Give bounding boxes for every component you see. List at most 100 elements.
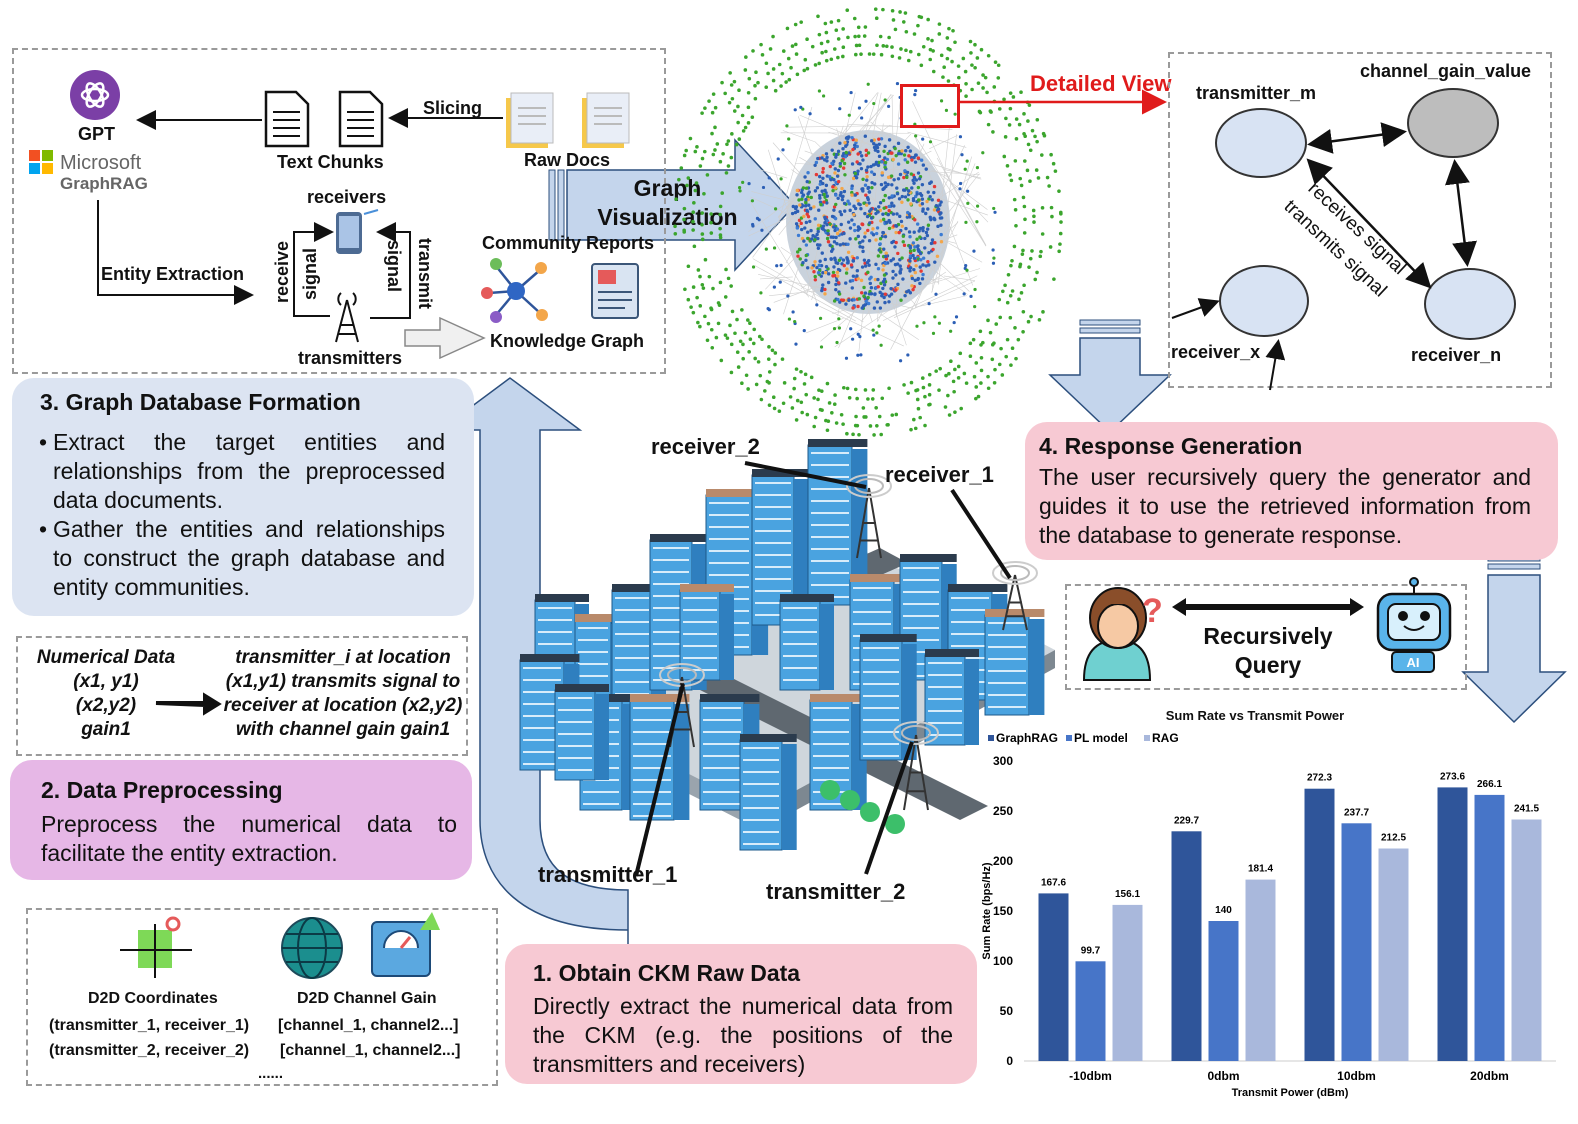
network-node — [897, 230, 901, 235]
network-node — [805, 179, 809, 184]
network-node — [830, 214, 835, 219]
network-node — [835, 227, 840, 231]
network-node — [839, 222, 843, 227]
network-node — [780, 71, 785, 76]
network-node — [858, 202, 862, 207]
network-node — [824, 183, 829, 188]
network-node — [832, 47, 837, 51]
network-node — [853, 143, 857, 147]
network-node — [842, 201, 847, 206]
network-node — [931, 49, 935, 53]
network-node — [875, 423, 879, 428]
network-node — [804, 186, 809, 190]
network-node — [920, 277, 925, 281]
bar-value-label: 272.3 — [1307, 773, 1332, 784]
network-node — [846, 199, 850, 203]
network-node — [794, 205, 799, 209]
network-node — [887, 204, 891, 209]
network-node — [933, 240, 937, 245]
network-node — [835, 270, 840, 275]
network-node — [1058, 231, 1063, 236]
network-node — [853, 387, 858, 392]
network-edge — [777, 106, 813, 224]
network-node — [1016, 337, 1021, 342]
network-node — [954, 315, 959, 319]
network-node — [683, 287, 687, 292]
network-node — [845, 431, 849, 436]
y-tick-label: 200 — [993, 854, 1013, 868]
network-node — [1042, 133, 1047, 138]
network-node — [822, 158, 827, 162]
network-node — [877, 142, 881, 147]
network-node — [936, 224, 940, 229]
graph-visualization-label: Graph Visualization — [597, 175, 738, 230]
network-node — [733, 331, 737, 336]
network-node — [896, 251, 900, 256]
network-node — [890, 8, 895, 13]
network-node — [764, 247, 768, 251]
network-node — [798, 203, 802, 207]
network-node — [700, 232, 705, 236]
network-node — [916, 171, 921, 175]
network-node — [918, 226, 923, 231]
network-node — [806, 192, 810, 196]
network-node — [853, 34, 857, 39]
network-node — [834, 28, 839, 33]
network-node — [947, 371, 951, 376]
bar — [1208, 921, 1239, 1061]
network-node — [951, 379, 956, 384]
network-node — [796, 254, 800, 258]
network-node — [856, 277, 860, 281]
network-node — [986, 318, 990, 323]
network-node — [800, 190, 804, 195]
network-node — [830, 161, 834, 166]
network-node — [823, 257, 827, 262]
network-node — [930, 38, 934, 43]
network-node — [757, 334, 762, 339]
network-node — [909, 155, 913, 160]
network-node — [848, 226, 853, 230]
network-node — [908, 49, 913, 54]
network-node — [1023, 159, 1027, 163]
network-node — [834, 287, 838, 292]
network-node — [793, 22, 798, 27]
microsoft-logo-icon — [29, 150, 53, 174]
network-node — [939, 99, 944, 103]
network-node — [878, 237, 883, 241]
network-node — [825, 194, 830, 198]
network-node — [804, 253, 808, 258]
network-node — [946, 393, 950, 398]
network-node — [868, 424, 873, 428]
network-node — [885, 423, 890, 427]
network-node — [913, 245, 917, 249]
legend-label: GraphRAG — [996, 731, 1058, 745]
network-node — [928, 181, 932, 186]
network-edge — [805, 317, 844, 334]
network-node — [866, 270, 870, 275]
network-node — [1033, 134, 1037, 139]
network-node — [960, 153, 964, 157]
network-node — [816, 397, 820, 402]
network-node — [853, 228, 857, 233]
network-node — [751, 224, 755, 228]
network-node — [718, 233, 723, 237]
network-node — [850, 162, 855, 166]
network-node — [1035, 270, 1039, 275]
network-node — [1039, 153, 1044, 157]
network-node — [890, 54, 895, 59]
network-node — [823, 21, 828, 26]
network-node — [831, 270, 836, 275]
network-node — [910, 276, 915, 281]
network-node — [937, 22, 942, 26]
network-node — [916, 244, 920, 248]
network-node — [1052, 277, 1056, 281]
gpt-logo-icon — [70, 70, 120, 120]
network-node — [838, 229, 842, 233]
network-node — [830, 410, 834, 415]
network-node — [816, 271, 821, 275]
network-node — [813, 217, 817, 221]
network-node — [904, 149, 908, 153]
network-node — [887, 196, 891, 200]
network-node — [773, 207, 778, 211]
network-node — [703, 106, 707, 110]
